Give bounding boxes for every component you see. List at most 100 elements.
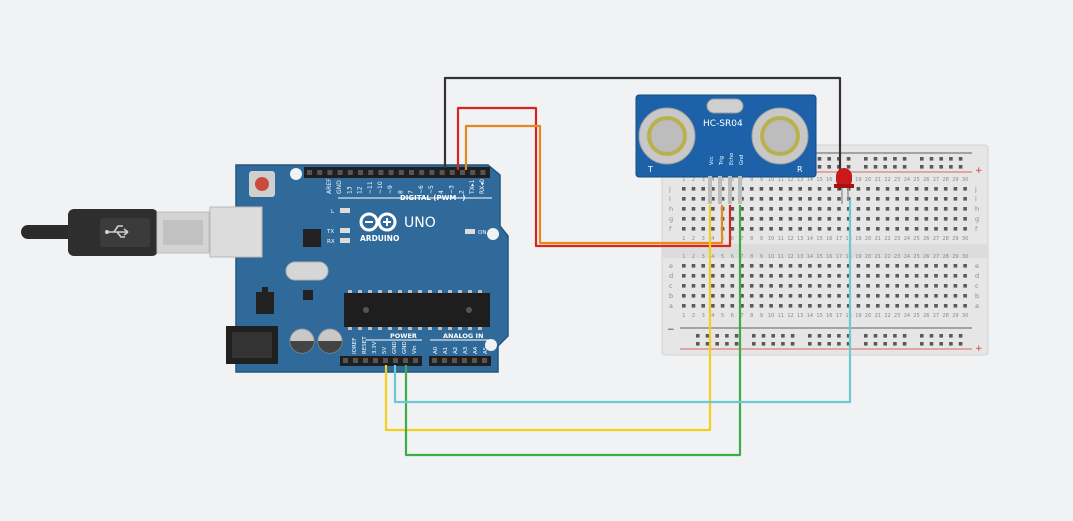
breadboard-hole[interactable] [943, 284, 948, 288]
breadboard-hole[interactable] [939, 165, 943, 169]
header-pin[interactable] [347, 170, 353, 175]
header-pin[interactable] [452, 358, 457, 363]
breadboard-hole[interactable] [885, 197, 890, 201]
breadboard-hole[interactable] [846, 284, 851, 288]
breadboard-hole[interactable] [837, 165, 841, 169]
header-pin[interactable] [470, 170, 476, 175]
breadboard-hole[interactable] [817, 197, 822, 201]
breadboard-hole[interactable] [827, 157, 831, 161]
breadboard-hole[interactable] [711, 207, 715, 211]
header-pin[interactable] [472, 358, 477, 363]
breadboard-hole[interactable] [920, 334, 924, 338]
breadboard-hole[interactable] [691, 197, 696, 201]
breadboard-hole[interactable] [902, 342, 907, 346]
breadboard-hole[interactable] [827, 294, 832, 298]
breadboard-hole[interactable] [759, 284, 764, 288]
breadboard-hole[interactable] [856, 217, 861, 221]
breadboard-hole[interactable] [817, 207, 822, 211]
breadboard-hole[interactable] [895, 217, 899, 221]
breadboard-hole[interactable] [958, 165, 963, 169]
header-pin[interactable] [353, 358, 358, 363]
breadboard-hole[interactable] [929, 334, 934, 338]
breadboard-hole[interactable] [953, 217, 958, 221]
breadboard-hole[interactable] [902, 165, 907, 169]
wires[interactable] [384, 76, 852, 457]
breadboard-hole[interactable] [856, 227, 861, 231]
breadboard-hole[interactable] [876, 207, 880, 211]
breadboard-hole[interactable] [682, 264, 686, 268]
breadboard-hole[interactable] [817, 342, 822, 346]
breadboard-hole[interactable] [934, 274, 938, 278]
breadboard-hole[interactable] [837, 284, 841, 288]
breadboard-hole[interactable] [779, 207, 783, 211]
breadboard-hole[interactable] [769, 217, 773, 221]
breadboard-hole[interactable] [846, 217, 851, 221]
breadboard-hole[interactable] [920, 342, 924, 346]
breadboard-hole[interactable] [963, 274, 967, 278]
breadboard-hole[interactable] [808, 217, 812, 221]
breadboard-hole[interactable] [864, 342, 868, 346]
breadboard-hole[interactable] [798, 294, 802, 298]
breadboard-hole[interactable] [953, 284, 958, 288]
breadboard-hole[interactable] [943, 274, 948, 278]
breadboard-hole[interactable] [943, 294, 948, 298]
header-pin[interactable] [442, 358, 447, 363]
breadboard-hole[interactable] [720, 274, 725, 278]
breadboard-hole[interactable] [682, 284, 686, 288]
breadboard-hole[interactable] [779, 264, 783, 268]
breadboard-hole[interactable] [873, 342, 878, 346]
header-pin[interactable] [419, 170, 425, 175]
breadboard-hole[interactable] [963, 217, 967, 221]
breadboard-hole[interactable] [866, 294, 870, 298]
breadboard-hole[interactable] [701, 294, 705, 298]
breadboard-hole[interactable] [895, 197, 899, 201]
breadboard-hole[interactable] [902, 157, 907, 161]
breadboard-hole[interactable] [740, 264, 744, 268]
breadboard-hole[interactable] [883, 342, 887, 346]
breadboard-hole[interactable] [895, 227, 899, 231]
breadboard-hole[interactable] [963, 187, 967, 191]
header-pin[interactable] [363, 358, 368, 363]
breadboard-hole[interactable] [817, 284, 822, 288]
breadboard-hole[interactable] [885, 304, 890, 308]
breadboard-hole[interactable] [705, 342, 710, 346]
breadboard-hole[interactable] [790, 342, 795, 346]
breadboard-hole[interactable] [846, 294, 851, 298]
breadboard-hole[interactable] [779, 294, 783, 298]
breadboard-hole[interactable] [934, 187, 938, 191]
breadboard-hole[interactable] [885, 227, 890, 231]
breadboard-hole[interactable] [837, 334, 841, 338]
breadboard-hole[interactable] [691, 227, 696, 231]
breadboard-hole[interactable] [701, 264, 705, 268]
breadboard-hole[interactable] [779, 197, 783, 201]
breadboard-hole[interactable] [779, 284, 783, 288]
breadboard-hole[interactable] [924, 207, 929, 211]
breadboard-hole[interactable] [864, 157, 868, 161]
breadboard-hole[interactable] [817, 294, 822, 298]
breadboard-hole[interactable] [730, 227, 735, 231]
breadboard-hole[interactable] [929, 342, 934, 346]
breadboard-hole[interactable] [759, 187, 764, 191]
breadboard-hole[interactable] [837, 227, 841, 231]
breadboard-hole[interactable] [958, 342, 963, 346]
breadboard-hole[interactable] [929, 165, 934, 169]
breadboard-hole[interactable] [769, 294, 773, 298]
breadboard-hole[interactable] [827, 264, 832, 268]
breadboard-hole[interactable] [749, 197, 754, 201]
breadboard-hole[interactable] [740, 217, 744, 221]
breadboard-hole[interactable] [837, 274, 841, 278]
breadboard-hole[interactable] [837, 294, 841, 298]
breadboard-hole[interactable] [827, 165, 831, 169]
breadboard-hole[interactable] [846, 227, 851, 231]
breadboard-hole[interactable] [711, 227, 715, 231]
breadboard-hole[interactable] [914, 207, 919, 211]
breadboard-hole[interactable] [856, 284, 861, 288]
breadboard-hole[interactable] [876, 274, 880, 278]
breadboard-hole[interactable] [949, 334, 953, 338]
breadboard-hole[interactable] [924, 227, 929, 231]
breadboard-hole[interactable] [893, 157, 897, 161]
breadboard-hole[interactable] [837, 342, 841, 346]
breadboard-hole[interactable] [808, 187, 812, 191]
